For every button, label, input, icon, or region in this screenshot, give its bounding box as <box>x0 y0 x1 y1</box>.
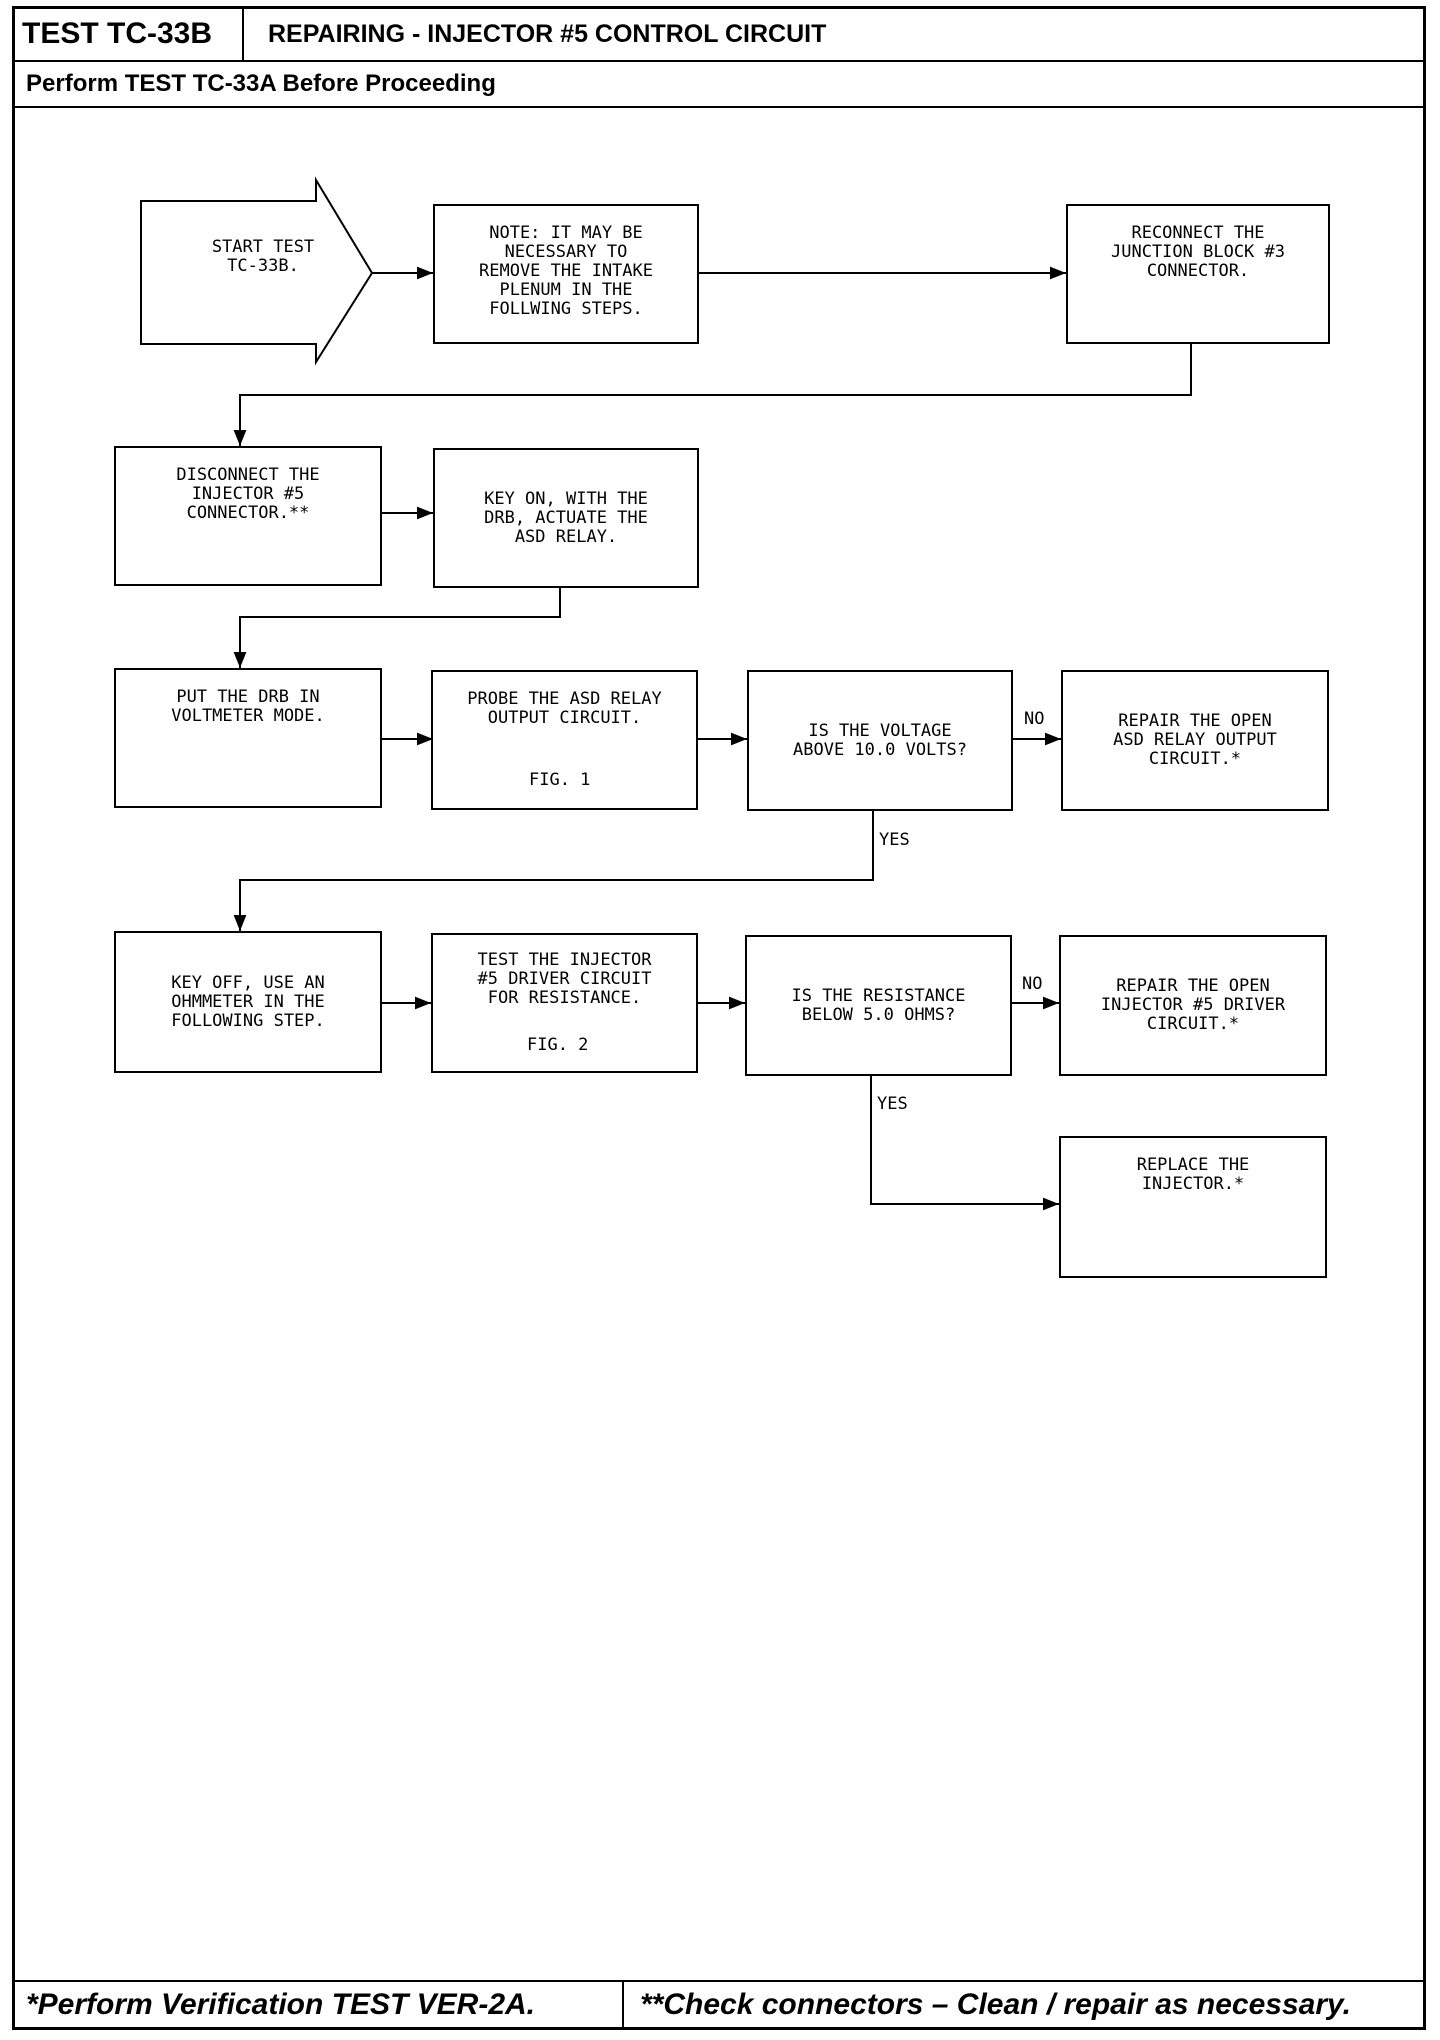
repair-driver-box: REPAIR THE OPEN INJECTOR #5 DRIVER CIRCU… <box>1059 935 1327 1076</box>
yes-label-1: YES <box>879 830 910 850</box>
test-driver-box: TEST THE INJECTOR #5 DRIVER CIRCUIT FOR … <box>431 933 698 1073</box>
probe-text: PROBE THE ASD RELAY OUTPUT CIRCUIT. <box>467 689 662 728</box>
no-label-1: NO <box>1024 709 1045 729</box>
start-test-label: START TEST TC-33B. <box>211 237 315 276</box>
probe-fig-label: FIG. 1 <box>529 770 591 790</box>
test-driver-text: TEST THE INJECTOR #5 DRIVER CIRCUIT FOR … <box>477 950 652 1008</box>
footer-note-single: *Perform Verification TEST VER-2A. <box>12 1980 624 2030</box>
voltage-decision-box: IS THE VOLTAGE ABOVE 10.0 VOLTS? <box>747 670 1013 811</box>
yes-label-2: YES <box>877 1094 908 1114</box>
test-title: REPAIRING - INJECTOR #5 CONTROL CIRCUIT <box>268 19 827 48</box>
test-fig-label: FIG. 2 <box>527 1035 589 1055</box>
reconnect-box: RECONNECT THE JUNCTION BLOCK #3 CONNECTO… <box>1066 204 1330 344</box>
footer-row <box>12 1980 1426 2030</box>
test-id: TEST TC-33B <box>12 6 244 62</box>
start-arrow-shape <box>140 176 374 366</box>
no-label-2: NO <box>1022 974 1043 994</box>
key-off-box: KEY OFF, USE AN OHMMETER IN THE FOLLOWIN… <box>114 931 382 1073</box>
prerequisite-note: Perform TEST TC-33A Before Proceeding <box>12 62 1426 108</box>
footer-note-double: **Check connectors – Clean / repair as n… <box>640 1988 1351 2021</box>
header-row <box>12 6 1426 62</box>
probe-box: PROBE THE ASD RELAY OUTPUT CIRCUIT. <box>431 670 698 810</box>
key-on-box: KEY ON, WITH THE DRB, ACTUATE THE ASD RE… <box>433 448 699 588</box>
replace-injector-box: REPLACE THE INJECTOR.* <box>1059 1136 1327 1278</box>
repair-asd-box: REPAIR THE OPEN ASD RELAY OUTPUT CIRCUIT… <box>1061 670 1329 811</box>
resistance-decision-box: IS THE RESISTANCE BELOW 5.0 OHMS? <box>745 935 1012 1076</box>
note-box: NOTE: IT MAY BE NECESSARY TO REMOVE THE … <box>433 204 699 344</box>
page-frame <box>12 6 1426 2030</box>
put-drb-box: PUT THE DRB IN VOLTMETER MODE. <box>114 668 382 808</box>
disconnect-box: DISCONNECT THE INJECTOR #5 CONNECTOR.** <box>114 446 382 586</box>
